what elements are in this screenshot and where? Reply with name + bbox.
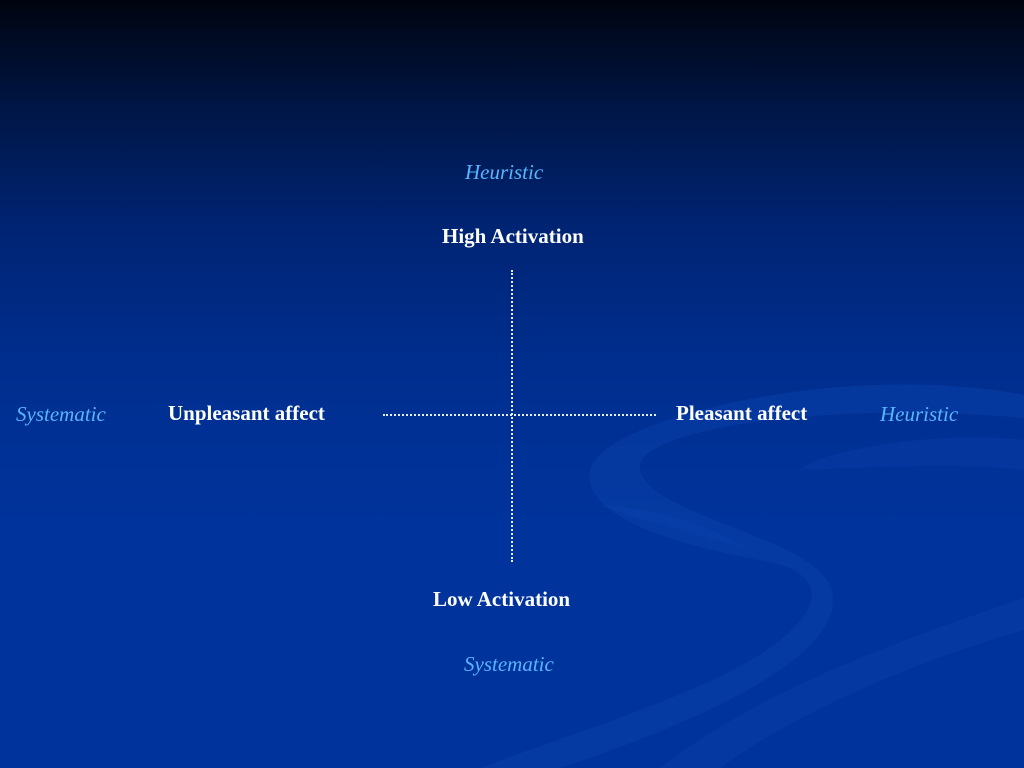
horizontal-affect-axis <box>383 414 656 416</box>
left-axis-label: Unpleasant affect <box>168 401 325 425</box>
bottom-mode-label: Systematic <box>464 652 554 676</box>
bottom-axis-label: Low Activation <box>433 587 571 611</box>
vertical-activation-axis <box>511 270 513 562</box>
right-axis-label: Pleasant affect <box>676 401 808 425</box>
top-mode-label: Heuristic <box>465 160 544 184</box>
right-mode-label: Heuristic <box>880 402 959 426</box>
top-axis-label: High Activation <box>442 224 584 248</box>
left-mode-label: Systematic <box>16 402 106 426</box>
